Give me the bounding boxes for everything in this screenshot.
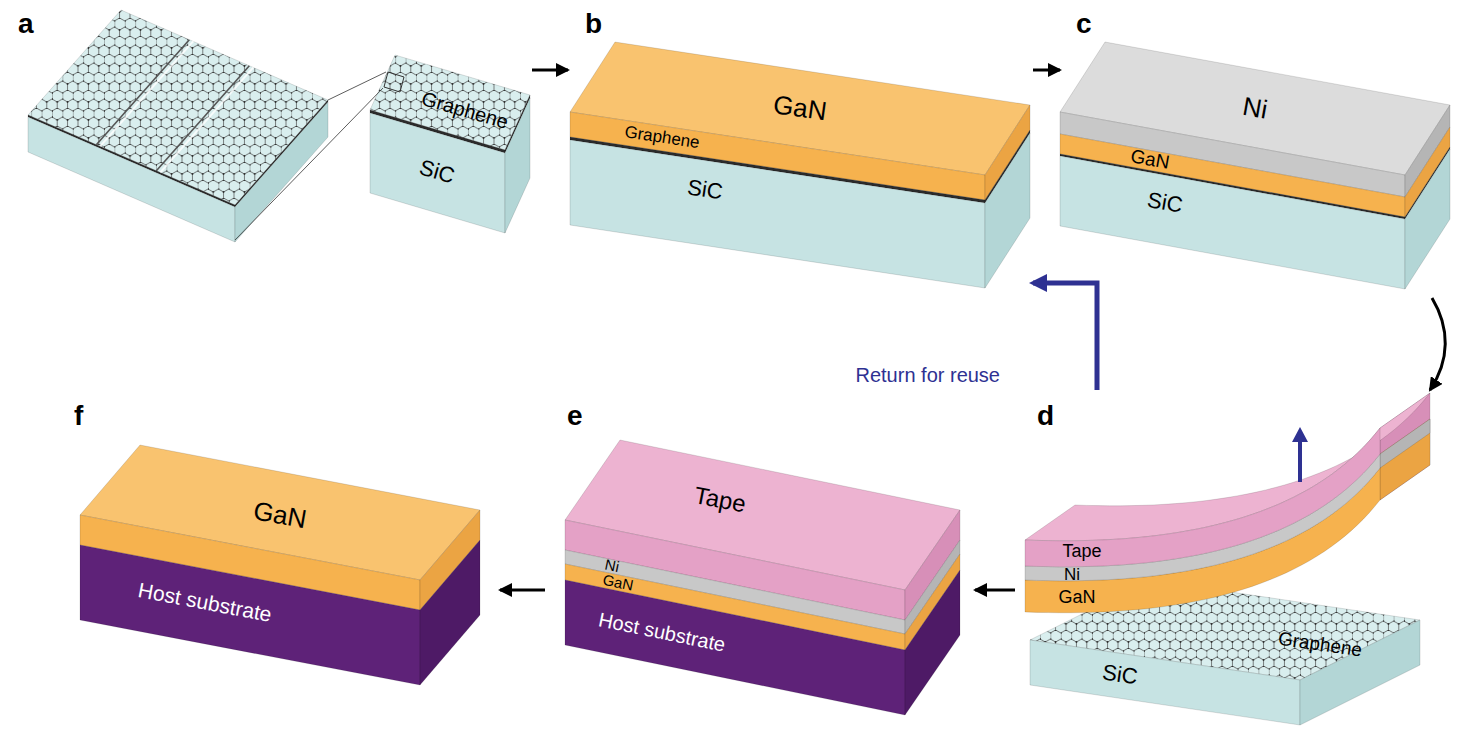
panel-letter-holder: f: [74, 402, 83, 430]
gan-on-sic-stack-front: [570, 140, 985, 288]
process-arrow: [1033, 69, 1060, 72]
zoom-line: [328, 72, 386, 100]
panel-letter-holder: e: [567, 402, 583, 430]
layer-name: Tape: [1062, 541, 1101, 561]
layer-name: Graphene: [1277, 628, 1364, 661]
layer-label-box: GaN: [1126, 145, 1174, 175]
layer-name: SiC: [417, 155, 458, 189]
final-stack-side: [420, 540, 480, 685]
layer-label-box: Ni: [1061, 565, 1083, 586]
zoom-line: [235, 88, 383, 240]
transfer-stack-front: [565, 580, 905, 715]
layer-name: Ni: [1240, 91, 1269, 125]
layer-name: GaN: [771, 89, 828, 126]
panel-letter: b: [585, 8, 602, 39]
layer-name: GaN: [601, 571, 635, 594]
panel-letter: f: [74, 400, 83, 431]
layer-label-box: Tape: [689, 481, 751, 520]
process-panel: bGaN GrapheneSiC: [568, 8, 1033, 300]
layer-label-box: SiC: [1142, 187, 1187, 220]
film-end: [1380, 393, 1430, 500]
panel-letter: a: [18, 8, 34, 39]
step-highlight: [100, 41, 193, 146]
process-arrow: [1430, 298, 1445, 390]
layer-name: GaN: [1058, 587, 1095, 607]
ni-gan-sic-stack-side: [1405, 149, 1450, 289]
panel-letter-holder: b: [585, 10, 602, 38]
process-panel: dTapeNiGaN GrapheneSiC: [1015, 390, 1455, 732]
ni-gan-sic-stack-front: [1060, 156, 1405, 289]
layer-label-box: GaN: [248, 495, 312, 535]
panel-letter: e: [567, 400, 583, 431]
reuse-arrow: [1033, 283, 1097, 390]
process-panel: cNiGaN SiC: [1060, 8, 1456, 298]
process-arrow: [532, 69, 568, 72]
layer-label-box: GaN: [768, 89, 831, 128]
layer-label-box: Ni: [1237, 90, 1272, 125]
final-stack-front: [80, 545, 420, 685]
layer-label-box: Host substrate: [593, 607, 730, 658]
layer-label-box: SiC: [1098, 659, 1143, 691]
process-panel: fGaN Host substrate: [60, 390, 500, 730]
edge-label: Return for reuse: [855, 364, 1000, 386]
transfer-stack-side: [905, 570, 960, 715]
layer-label-box: Graphene: [620, 122, 704, 155]
film-band: [1025, 428, 1380, 567]
process-arrow: [500, 589, 545, 592]
panel-letter: d: [1037, 400, 1054, 431]
layer-name: Graphene: [623, 122, 701, 152]
layer-label-box: SiC: [683, 174, 728, 206]
layer-name: GaN: [251, 495, 309, 534]
panel-letter-holder: a: [18, 10, 34, 38]
layer-label-box: Graphene: [1274, 627, 1367, 662]
process-arrow: [975, 589, 1015, 592]
sic-slab-front: [370, 113, 505, 233]
panel-letter-holder: d: [1037, 402, 1054, 430]
zoom-box: [384, 72, 404, 92]
layer-label-box: GaN: [1055, 587, 1098, 609]
inset-slab-front: [28, 117, 235, 242]
layer-name: SiC: [686, 174, 725, 204]
panel-letter-holder: c: [1076, 10, 1092, 38]
inset-slab-side: [235, 102, 328, 242]
layer-label-box: Host substrate: [133, 576, 277, 627]
layer-name: SiC: [1101, 660, 1140, 690]
atomic-step: [96, 40, 189, 145]
layer-name: Tape: [692, 481, 748, 517]
gan-on-sic-stack-side: [985, 133, 1030, 288]
reusable-substrate-front: [1030, 640, 1300, 725]
step-highlight: [160, 67, 253, 172]
layer-label-box: GaN: [598, 570, 638, 596]
layer-label-box: Tape: [1059, 541, 1104, 563]
panel-letter: c: [1076, 8, 1092, 39]
layer-name: Graphene: [419, 87, 511, 133]
layer-name: Host substrate: [136, 578, 273, 626]
layer-label-box: SiC: [413, 154, 460, 191]
lift-arrowhead: [1292, 427, 1308, 442]
layer-label-box: Graphene: [416, 85, 514, 134]
layer-name: GaN: [1129, 145, 1171, 172]
lift-arrow: [1298, 440, 1302, 482]
process-panel: aGrapheneSiC: [12, 8, 532, 248]
layer-name: SiC: [1145, 187, 1184, 218]
process-panel: eTapeNiGaNHost substrate: [545, 390, 975, 730]
edge-label-holder: Return for reuse: [855, 364, 1000, 387]
layer-name: Host substrate: [597, 608, 728, 655]
atomic-step: [156, 66, 249, 171]
layer-name: Ni: [1064, 565, 1080, 584]
